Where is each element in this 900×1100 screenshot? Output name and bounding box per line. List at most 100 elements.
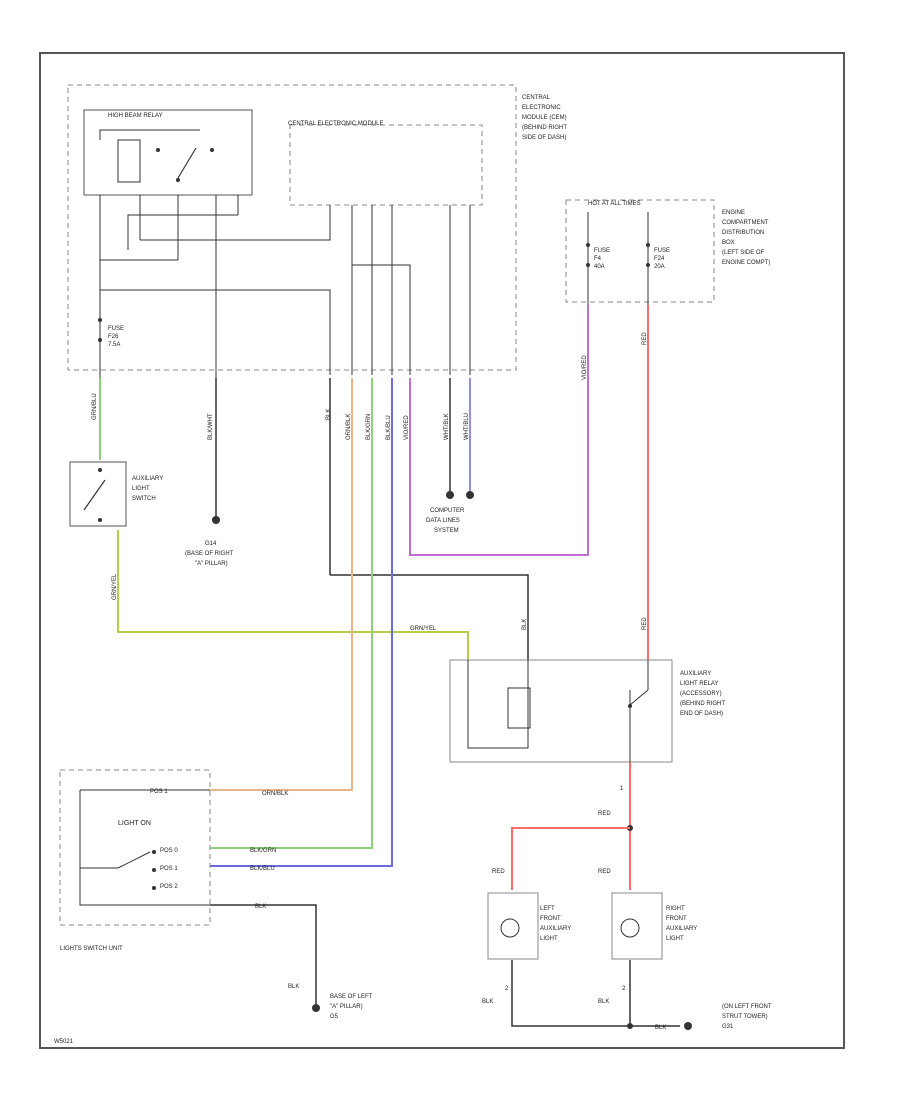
wire-label: WHT/BLU	[464, 413, 470, 440]
wire-label: GRN/YEL	[410, 626, 437, 632]
wire-label: BLK	[522, 619, 528, 630]
high-beam-relay-box	[83, 109, 253, 196]
svg-text:(BASE OF RIGHT: (BASE OF RIGHT	[185, 551, 234, 557]
wire-label: BLK	[288, 984, 299, 990]
auxiliary-light-switch-label: AUXILIARY LIGHT SWITCH	[132, 476, 163, 502]
engine-box-description: ENGINE COMPARTMENT DISTRIBUTION BOX (LEF…	[722, 210, 770, 266]
svg-text:ENGINE: ENGINE	[722, 210, 745, 216]
aux-switch-contact	[98, 468, 102, 472]
high-beam-relay-coil	[117, 139, 141, 183]
svg-text:CENTRAL: CENTRAL	[522, 95, 551, 101]
wire-blk-blu	[210, 378, 393, 867]
svg-text:FUSE: FUSE	[654, 248, 670, 254]
wire-red	[511, 827, 630, 890]
pos-1-top-label: POS 1	[150, 789, 168, 795]
splice	[627, 1023, 633, 1029]
fuse-f26: FUSE F26 7.5A	[98, 318, 124, 348]
svg-text:FRONT: FRONT	[666, 916, 687, 922]
svg-text:(LEFT SIDE OF: (LEFT SIDE OF	[722, 250, 765, 256]
right-front-auxiliary-light-label: RIGHT FRONT AUXILIARY LIGHT	[666, 906, 697, 942]
wire-label: RED	[598, 869, 611, 875]
wire-label: VIO/RED	[582, 355, 588, 380]
pin-label: 1	[620, 786, 624, 792]
svg-text:(ON LEFT FRONT: (ON LEFT FRONT	[722, 1004, 772, 1010]
svg-text:ELECTRONIC: ELECTRONIC	[522, 105, 561, 111]
svg-text:BOX: BOX	[722, 240, 735, 246]
central-electronic-module-label: CENTRAL ELECTRONIC MODULE	[288, 121, 383, 127]
wire-label: ORN/BLK	[346, 414, 352, 440]
wire-label: BLK/BLU	[250, 866, 275, 872]
diagram-frame	[39, 52, 845, 1049]
switch-contact	[152, 868, 156, 872]
svg-text:G31: G31	[722, 1024, 734, 1030]
aux-switch-contact	[98, 518, 102, 522]
wire-blk	[330, 574, 529, 660]
wire-label: BLK	[482, 999, 493, 1005]
computer-data-lines-label: COMPUTER DATA LINES SYSTEM	[426, 508, 465, 534]
svg-text:STRUT TOWER): STRUT TOWER)	[722, 1014, 768, 1020]
switch-contact	[152, 850, 156, 854]
wire-label: VIO/RED	[404, 415, 410, 440]
high-beam-relay-switch	[177, 147, 197, 179]
svg-text:END OF DASH): END OF DASH)	[680, 711, 723, 717]
hot-at-all-times-label: HOT AT ALL TIMES	[588, 201, 641, 207]
wire-grn-yel	[117, 530, 469, 660]
high-beam-relay-contact	[156, 148, 160, 152]
left-front-auxiliary-light-label: LEFT FRONT AUXILIARY LIGHT	[540, 906, 571, 942]
ground-left-pillar-label: BASE OF LEFT "A" PILLAR) G5	[330, 994, 373, 1020]
wire-blk-grn	[210, 378, 373, 849]
fuse-f24: FUSE F24 20A	[646, 212, 670, 305]
high-beam-relay-contact	[176, 178, 180, 182]
wire-label: BLK	[598, 999, 609, 1005]
wire-blk	[210, 904, 317, 970]
central-electronic-module-box	[289, 124, 483, 206]
auxiliary-light-relay-label: AUXILIARY LIGHT RELAY (ACCESSORY) (BEHIN…	[680, 671, 725, 717]
svg-text:LIGHT: LIGHT	[666, 936, 684, 942]
wire-label: GRN/BLU	[92, 393, 98, 420]
auxiliary-light-relay-box	[449, 659, 673, 763]
left-front-auxiliary-light-box	[487, 892, 539, 960]
ground-g14	[212, 516, 220, 524]
data-line-terminal	[466, 491, 474, 499]
svg-text:FUSE: FUSE	[108, 326, 124, 332]
svg-text:DISTRIBUTION: DISTRIBUTION	[722, 230, 764, 236]
wire-label: ORN/BLK	[262, 791, 288, 797]
aux-switch-lever	[83, 479, 106, 511]
aux-relay-internal	[467, 660, 649, 762]
svg-text:G14: G14	[205, 541, 217, 547]
light-on-label: LIGHT ON	[118, 820, 151, 827]
ground-strut-label: (ON LEFT FRONT STRUT TOWER) G31	[722, 1004, 772, 1030]
pos-1-label: POS 1	[160, 866, 178, 872]
wire-label: RED	[642, 617, 648, 630]
wire-label: BLK/BLU	[386, 415, 392, 440]
svg-text:7.5A: 7.5A	[108, 342, 120, 348]
svg-text:F26: F26	[108, 334, 119, 340]
svg-text:AUXILIARY: AUXILIARY	[680, 671, 711, 677]
wire-label: BLK/WHT	[208, 413, 214, 440]
svg-text:AUXILIARY: AUXILIARY	[132, 476, 163, 482]
relay-contact	[628, 704, 632, 708]
engine-compartment-box	[565, 199, 715, 303]
svg-text:LEFT: LEFT	[540, 906, 555, 912]
ground-g5	[312, 1004, 320, 1012]
svg-text:LIGHT RELAY: LIGHT RELAY	[680, 681, 718, 687]
svg-text:LIGHT: LIGHT	[132, 486, 150, 492]
ground-g31	[684, 1022, 692, 1030]
svg-text:AUXILIARY: AUXILIARY	[666, 926, 697, 932]
wire-label: BLK/GRN	[250, 848, 276, 854]
svg-text:MODULE (CEM): MODULE (CEM)	[522, 115, 567, 121]
high-beam-relay-pins	[99, 195, 331, 520]
wire-label: RED	[642, 332, 648, 345]
pin-label: 2	[505, 986, 509, 992]
svg-text:"A" PILLAR): "A" PILLAR)	[330, 1004, 363, 1010]
right-front-auxiliary-light-box	[611, 892, 663, 960]
svg-text:COMPARTMENT: COMPARTMENT	[722, 220, 769, 226]
wire-label: BLK/GRN	[366, 414, 372, 440]
wire-label: RED	[492, 869, 505, 875]
pos-0-label: POS 0	[160, 848, 178, 854]
svg-text:SWITCH: SWITCH	[132, 496, 156, 502]
high-beam-relay-label: HIGH BEAM RELAY	[108, 113, 163, 119]
svg-text:40A: 40A	[594, 264, 605, 270]
high-beam-relay-contact	[210, 148, 214, 152]
